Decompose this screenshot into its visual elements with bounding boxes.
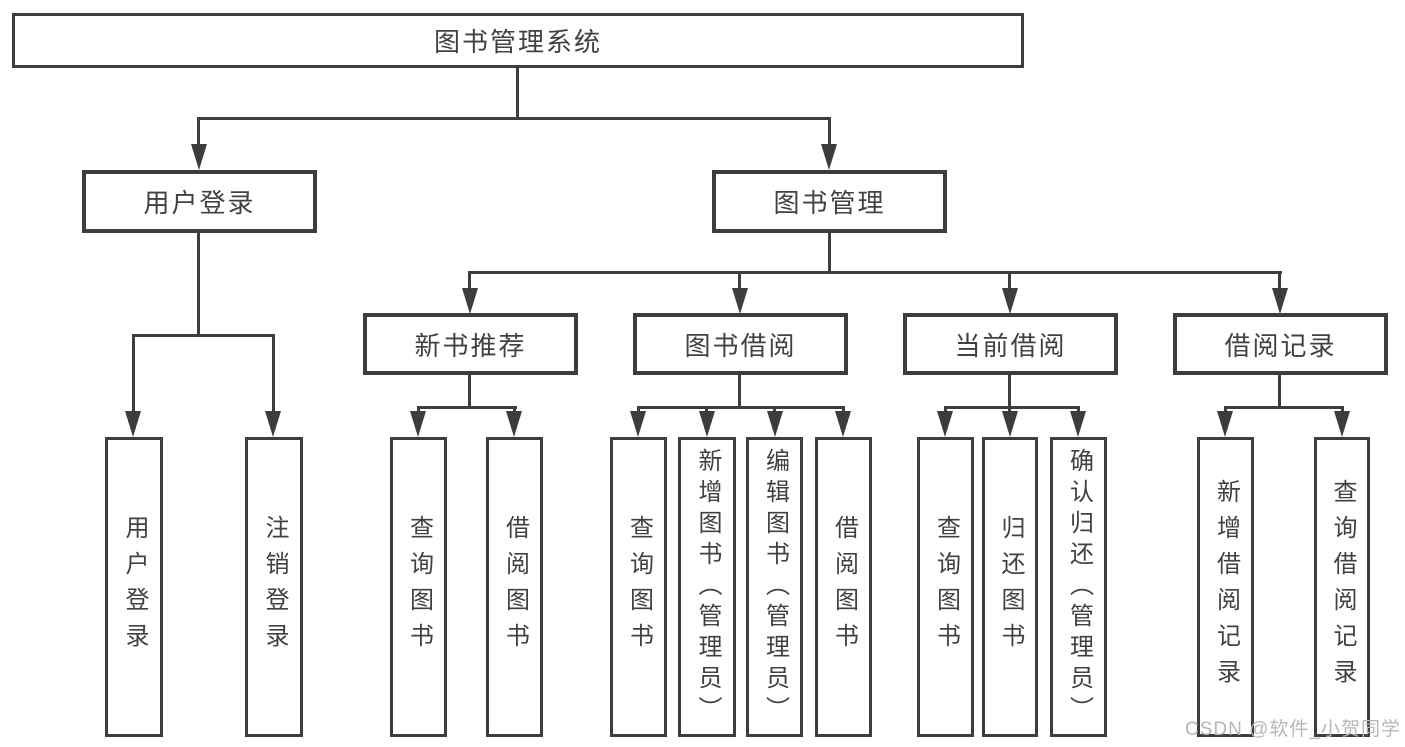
leaf-borrow-books-recommend-label: 借阅图书	[501, 515, 529, 659]
edge-line	[468, 271, 471, 291]
edge-line	[773, 406, 776, 414]
arrow-down-icon	[265, 411, 281, 437]
arrow-down-icon	[1334, 411, 1350, 437]
arrow-down-icon	[732, 288, 748, 314]
arrow-down-icon	[767, 411, 783, 437]
node-book-management-label: 图书管理	[773, 188, 886, 218]
node-current-borrow-label: 当前借阅	[954, 330, 1067, 361]
leaf-user-login-label: 用户登录	[121, 515, 148, 659]
leaf-edit-books-admin-label: 编辑图书（管理员）	[761, 447, 789, 727]
node-new-book-recommend: 新书推荐	[363, 313, 578, 375]
leaf-borrow-books-recommend: 借阅图书	[486, 437, 543, 737]
node-root-label: 图书管理系统	[433, 27, 602, 57]
leaf-borrow-books: 借阅图书	[815, 437, 872, 737]
node-book-borrow: 图书借阅	[633, 313, 848, 375]
arrow-down-icon	[125, 411, 141, 437]
edge-line	[468, 271, 1282, 274]
leaf-user-login: 用户登录	[105, 437, 163, 737]
arrow-down-icon	[1002, 411, 1018, 437]
leaf-query-books-current: 查询图书	[917, 437, 974, 737]
edge-line	[637, 406, 845, 409]
edge-line	[828, 233, 831, 274]
edge-line	[1008, 271, 1011, 291]
leaf-return-books: 归还图书	[982, 437, 1038, 737]
arrow-down-icon	[506, 411, 522, 437]
edge-line	[132, 334, 135, 414]
leaf-return-books-label: 归还图书	[997, 515, 1024, 659]
node-user-login: 用户登录	[82, 170, 317, 233]
node-book-borrow-label: 图书借阅	[684, 330, 797, 361]
leaf-logout: 注销登录	[245, 437, 303, 737]
edge-line	[417, 406, 517, 409]
node-new-book-recommend-label: 新书推荐	[414, 330, 527, 361]
leaf-add-borrow-record: 新增借阅记录	[1197, 437, 1254, 737]
leaf-query-borrow-record: 查询借阅记录	[1314, 437, 1370, 737]
edge-line	[842, 406, 845, 414]
node-book-management: 图书管理	[712, 170, 947, 233]
node-borrow-record: 借阅记录	[1173, 313, 1388, 375]
edge-line	[705, 406, 708, 414]
leaf-add-books-admin: 新增图书（管理员）	[678, 437, 736, 737]
edge-line	[1008, 406, 1011, 414]
arrow-down-icon	[1002, 288, 1018, 314]
leaf-query-books-borrow-label: 查询图书	[625, 515, 653, 659]
edge-line	[197, 233, 200, 337]
arrow-down-icon	[630, 411, 646, 437]
arrow-down-icon	[821, 144, 837, 170]
edge-line	[513, 406, 516, 414]
edge-line	[516, 68, 519, 120]
arrow-down-icon	[1272, 288, 1288, 314]
arrow-down-icon	[835, 411, 851, 437]
edge-line	[944, 406, 947, 414]
arrow-down-icon	[462, 288, 478, 314]
leaf-add-borrow-record-label: 新增借阅记录	[1212, 479, 1240, 695]
edge-line	[738, 375, 741, 409]
leaf-query-books-current-label: 查询图书	[932, 515, 960, 659]
arrow-down-icon	[191, 144, 207, 170]
leaf-logout-label: 注销登录	[261, 515, 288, 659]
leaf-borrow-books-label: 借阅图书	[830, 515, 858, 659]
leaf-query-books-recommend: 查询图书	[390, 437, 447, 737]
leaf-confirm-return-admin: 确认归还（管理员）	[1050, 437, 1107, 737]
edge-line	[1278, 271, 1281, 291]
arrow-down-icon	[937, 411, 953, 437]
edge-line	[1341, 406, 1344, 414]
arrow-down-icon	[410, 411, 426, 437]
edge-line	[468, 375, 471, 409]
node-user-login-label: 用户登录	[143, 188, 256, 218]
leaf-confirm-return-admin-label: 确认归还（管理员）	[1065, 447, 1093, 727]
leaf-add-books-admin-label: 新增图书（管理员）	[694, 447, 721, 727]
edge-line	[417, 406, 420, 414]
edge-line	[1224, 406, 1227, 414]
node-root: 图书管理系统	[12, 13, 1024, 68]
leaf-query-books-borrow: 查询图书	[610, 437, 667, 737]
leaf-query-borrow-record-label: 查询借阅记录	[1329, 479, 1356, 695]
edge-line	[197, 117, 831, 120]
edge-line	[637, 406, 640, 414]
node-borrow-record-label: 借阅记录	[1224, 330, 1337, 361]
arrow-down-icon	[1217, 411, 1233, 437]
edge-line	[738, 271, 741, 291]
watermark: CSDN @软件_小贺同学	[1185, 719, 1401, 740]
edge-line	[272, 334, 275, 414]
leaf-edit-books-admin: 编辑图书（管理员）	[746, 437, 803, 737]
edge-line	[1077, 406, 1080, 414]
leaf-query-books-recommend-label: 查询图书	[405, 515, 433, 659]
edge-line	[197, 117, 200, 147]
edge-line	[1278, 375, 1281, 409]
arrow-down-icon	[1070, 411, 1086, 437]
arrow-down-icon	[699, 411, 715, 437]
edge-line	[132, 334, 275, 337]
edge-line	[1224, 406, 1344, 409]
edge-line	[1008, 375, 1011, 409]
edge-line	[828, 117, 831, 147]
edge-line	[944, 406, 1080, 409]
node-current-borrow: 当前借阅	[903, 313, 1118, 375]
